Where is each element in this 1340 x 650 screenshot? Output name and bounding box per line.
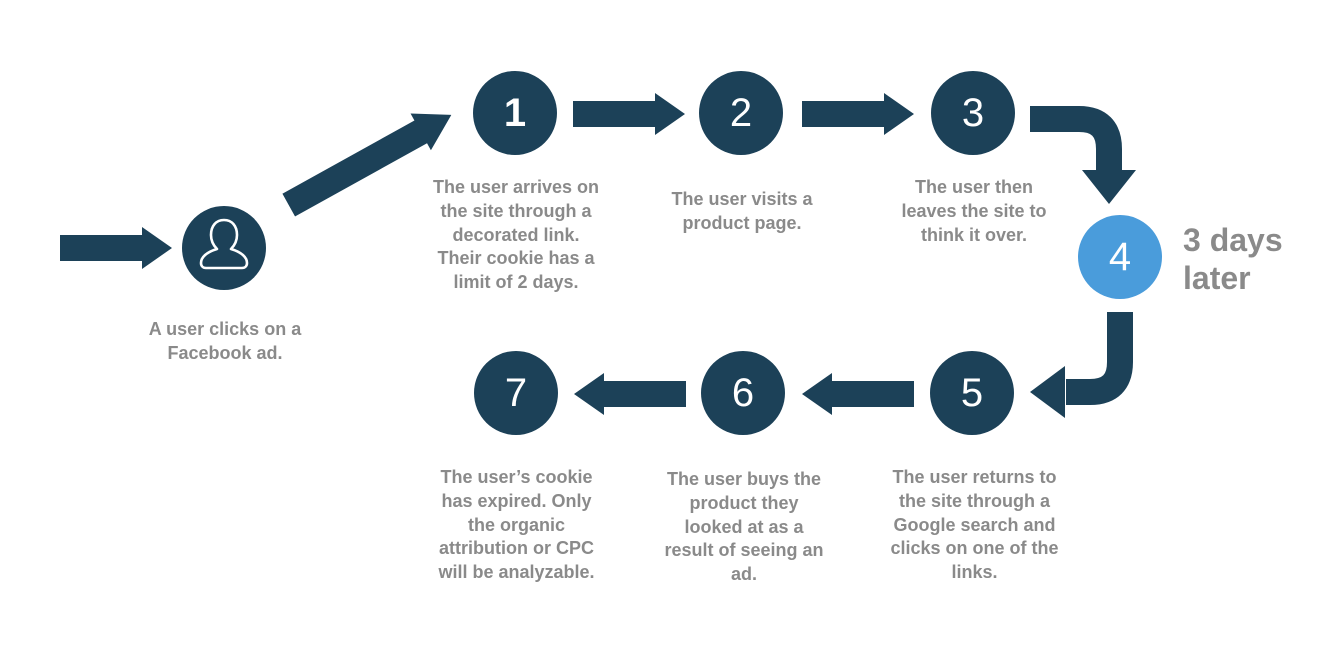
step-caption-1: The user arrives on the site through a d… bbox=[432, 177, 600, 292]
arrow-step3-step4 bbox=[1030, 106, 1136, 204]
arrow-step1-step2 bbox=[573, 93, 685, 135]
step-number-1: 1 bbox=[503, 91, 527, 135]
arrow-step2-step3 bbox=[802, 93, 914, 135]
step-circle-5: 5 bbox=[930, 351, 1014, 435]
arrow-step4-step5 bbox=[1030, 312, 1133, 418]
step-caption-2: The user visits a product page. bbox=[671, 189, 813, 233]
step-circle-7: 7 bbox=[474, 351, 558, 435]
step-circle-4: 4 bbox=[1078, 215, 1162, 299]
person-glyph bbox=[199, 218, 249, 270]
step-circle-3: 3 bbox=[931, 71, 1015, 155]
step-number-7: 7 bbox=[504, 371, 528, 415]
step-number-6: 6 bbox=[731, 371, 755, 415]
step-caption-3: The user then leaves the site to think i… bbox=[901, 177, 1047, 245]
step-circle-6: 6 bbox=[701, 351, 785, 435]
start-caption: A user clicks on a Facebook ad. bbox=[148, 319, 302, 363]
step-number-2: 2 bbox=[729, 91, 753, 135]
arrow-user-to-step1 bbox=[282, 113, 452, 217]
step-caption-7: The user’s cookie has expired. Only the … bbox=[438, 467, 595, 582]
step-circle-2: 2 bbox=[699, 71, 783, 155]
step-number-3: 3 bbox=[961, 91, 985, 135]
step-number-4: 4 bbox=[1108, 235, 1132, 279]
arrow-into-facebook-user-icon bbox=[60, 227, 172, 269]
step-caption-6: The user buys the product they looked at… bbox=[664, 469, 824, 584]
time-note: 3 days later bbox=[1183, 222, 1283, 296]
arrow-step6-step7 bbox=[574, 373, 686, 415]
person-icon bbox=[182, 206, 266, 290]
arrow-step5-step6 bbox=[802, 373, 914, 415]
step-circle-1: 1 bbox=[473, 71, 557, 155]
step-number-5: 5 bbox=[960, 371, 984, 415]
step-caption-5: The user returns to the site through a G… bbox=[890, 467, 1059, 582]
